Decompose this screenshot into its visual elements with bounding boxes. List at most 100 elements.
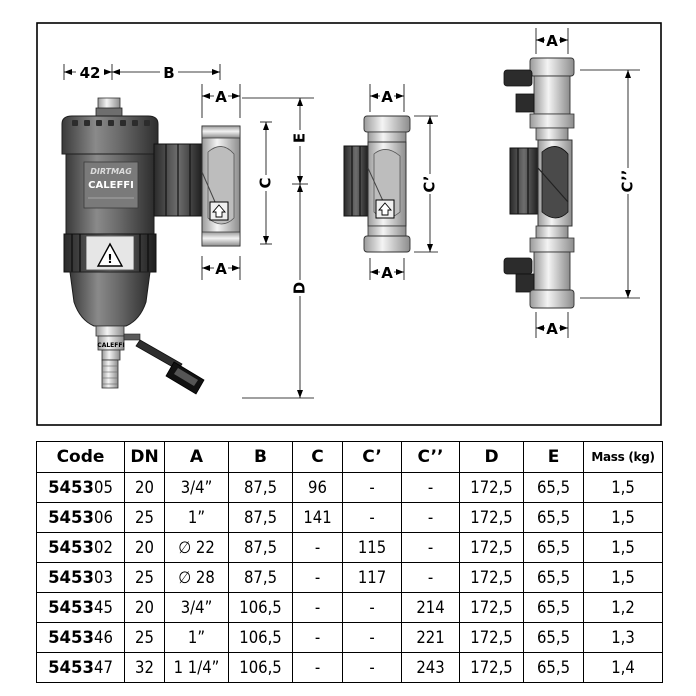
code-prefix: 5453 xyxy=(48,508,95,527)
cell-e: 65,5 xyxy=(523,532,584,563)
dim-label-a-bottom: A xyxy=(215,260,227,278)
cell-e: 65,5 xyxy=(523,472,584,503)
code-suffix: 46 xyxy=(94,628,113,647)
table-row: 545346 25 1” 106,5 - - 221 172,5 65,5 1,… xyxy=(36,622,663,653)
svg-text:!: ! xyxy=(107,252,112,266)
dim-label-e: E xyxy=(291,133,309,143)
cell-c-prime: - xyxy=(342,622,402,653)
cell-d: 172,5 xyxy=(459,622,524,653)
header-e: E xyxy=(523,441,584,473)
cell-c-double-prime: - xyxy=(401,532,460,563)
cell-c-double-prime: - xyxy=(401,502,460,533)
code-suffix: 47 xyxy=(94,658,113,677)
table-row: 545302 20 ∅ 22 87,5 - 115 - 172,5 65,5 1… xyxy=(36,532,663,563)
cell-d: 172,5 xyxy=(459,502,524,533)
brand-text-drain: CALEFFI xyxy=(97,342,124,349)
cell-c-prime: - xyxy=(342,472,402,503)
cell-c: 96 xyxy=(292,472,343,503)
product-name-text: DIRTMAG xyxy=(90,167,132,176)
separator-main: DIRTMAG CALEFFI ! CALEFFI xyxy=(61,97,241,395)
table-row: 545305 20 3/4” 87,5 96 - - 172,5 65,5 1,… xyxy=(36,472,663,503)
cell-c-prime: 117 xyxy=(342,562,402,593)
specification-table: Code DN A B C C’ C’’ D E Mass (kg) 54530… xyxy=(36,441,663,683)
cell-b: 87,5 xyxy=(228,502,293,533)
cell-code: 545305 xyxy=(36,472,125,503)
header-mass: Mass (kg) xyxy=(583,441,663,473)
header-a: A xyxy=(164,441,229,473)
arrow-up-icon xyxy=(212,204,226,218)
cell-dn: 32 xyxy=(124,652,165,683)
cell-code: 545346 xyxy=(36,622,125,653)
cell-dn: 25 xyxy=(124,502,165,533)
code-suffix: 02 xyxy=(94,538,113,557)
table-row: 545306 25 1” 87,5 141 - - 172,5 65,5 1,5 xyxy=(36,502,663,533)
table-row: 545345 20 3/4” 106,5 - - 214 172,5 65,5 … xyxy=(36,592,663,623)
cell-d: 172,5 xyxy=(459,652,524,683)
cell-c: - xyxy=(292,592,343,623)
cell-e: 65,5 xyxy=(523,562,584,593)
code-suffix: 45 xyxy=(94,598,113,617)
separator-fitting-compression xyxy=(343,115,411,253)
dim-label-c-prime: C’ xyxy=(421,175,439,192)
cell-dn: 25 xyxy=(124,622,165,653)
brand-text-body: CALEFFI xyxy=(88,180,134,191)
cell-b: 87,5 xyxy=(228,532,293,563)
separator-fitting-valves xyxy=(503,57,575,309)
cell-code: 545347 xyxy=(36,652,125,683)
dim-label-c-double-prime: C’’ xyxy=(619,170,637,193)
cell-c-prime: - xyxy=(342,652,402,683)
cell-e: 65,5 xyxy=(523,592,584,623)
cell-a: ∅ 28 xyxy=(164,562,229,593)
cell-mass: 1,5 xyxy=(583,472,663,503)
dim-label-a-valves-top: A xyxy=(546,32,558,50)
cell-code: 545303 xyxy=(36,562,125,593)
header-c: C xyxy=(292,441,343,473)
cell-b: 106,5 xyxy=(228,622,293,653)
cell-c-prime: 115 xyxy=(342,532,402,563)
cell-c-prime: - xyxy=(342,592,402,623)
dim-label-42: 42 xyxy=(80,64,101,82)
cell-e: 65,5 xyxy=(523,622,584,653)
cell-a: 1 1/4” xyxy=(164,652,229,683)
dim-label-a-top: A xyxy=(215,88,227,106)
dim-label-a-compression-bottom: A xyxy=(381,264,393,282)
arrow-up-icon xyxy=(378,202,392,216)
code-prefix: 5453 xyxy=(48,598,95,617)
table-header-row: Code DN A B C C’ C’’ D E Mass (kg) xyxy=(36,441,663,473)
cell-dn: 25 xyxy=(124,562,165,593)
code-suffix: 05 xyxy=(94,478,113,497)
warning-icon xyxy=(96,242,124,267)
cell-c-prime: - xyxy=(342,502,402,533)
cell-a: 1” xyxy=(164,622,229,653)
cell-e: 65,5 xyxy=(523,502,584,533)
dim-label-b: B xyxy=(163,64,174,82)
cell-a: 3/4” xyxy=(164,592,229,623)
cell-dn: 20 xyxy=(124,472,165,503)
cell-d: 172,5 xyxy=(459,592,524,623)
cell-c-double-prime: - xyxy=(401,562,460,593)
dim-label-a-valves-bottom: A xyxy=(546,320,558,338)
cell-a: 1” xyxy=(164,502,229,533)
product-drawing: DIRTMAG CALEFFI ! CALEFFI xyxy=(36,22,662,426)
header-dn: DN xyxy=(124,441,165,473)
cell-a: 3/4” xyxy=(164,472,229,503)
cell-b: 87,5 xyxy=(228,562,293,593)
cell-code: 545306 xyxy=(36,502,125,533)
header-code: Code xyxy=(36,441,125,473)
cell-mass: 1,3 xyxy=(583,622,663,653)
dim-label-a-compression-top: A xyxy=(381,88,393,106)
cell-mass: 1,4 xyxy=(583,652,663,683)
code-prefix: 5453 xyxy=(48,658,95,677)
cell-b: 106,5 xyxy=(228,592,293,623)
code-prefix: 5453 xyxy=(48,538,95,557)
dim-label-c: C xyxy=(257,177,275,188)
code-prefix: 5453 xyxy=(48,628,95,647)
cell-mass: 1,2 xyxy=(583,592,663,623)
dimension-arrows-valves xyxy=(536,37,631,331)
code-suffix: 03 xyxy=(94,568,113,587)
cell-dn: 20 xyxy=(124,592,165,623)
cell-d: 172,5 xyxy=(459,532,524,563)
cell-c: 141 xyxy=(292,502,343,533)
cell-c: - xyxy=(292,652,343,683)
cell-mass: 1,5 xyxy=(583,502,663,533)
